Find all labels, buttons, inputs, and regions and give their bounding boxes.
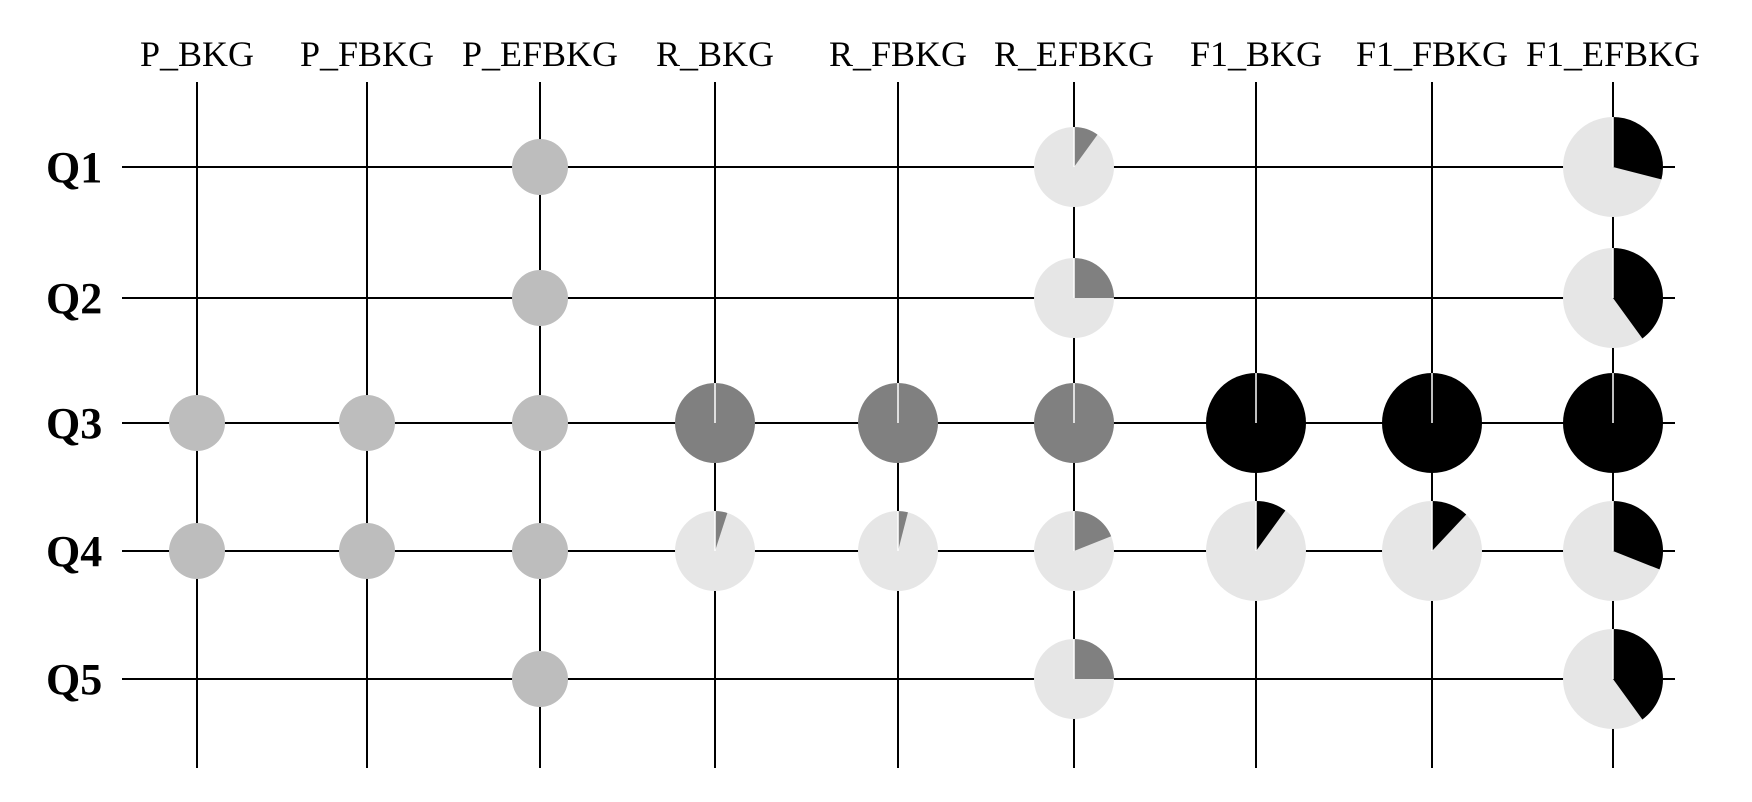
pie-slice-value bbox=[512, 651, 568, 707]
pie-q2-f1-efbkg bbox=[1563, 248, 1663, 348]
column-label: R_BKG bbox=[656, 34, 774, 74]
pie-q3-r-efbkg bbox=[1034, 383, 1114, 463]
pie-slice-value bbox=[1432, 501, 1467, 551]
pie-q3-p-bkg bbox=[169, 395, 225, 451]
row-label: Q3 bbox=[46, 399, 102, 448]
pie-q3-p-fbkg bbox=[339, 395, 395, 451]
pie-slice-value bbox=[512, 139, 568, 195]
pie-slice-value bbox=[169, 523, 225, 579]
pie-q2-r-efbkg bbox=[1034, 258, 1114, 338]
pie-slice-value bbox=[512, 523, 568, 579]
pie-markers bbox=[169, 117, 1664, 729]
column-label: P_FBKG bbox=[300, 34, 434, 74]
pie-slice-value bbox=[1613, 117, 1663, 180]
pie-q4-f1-bkg bbox=[1206, 501, 1306, 601]
pie-slice-value bbox=[1074, 511, 1112, 551]
pie-q3-f1-fbkg bbox=[1382, 373, 1482, 473]
pie-slice-value bbox=[512, 270, 568, 326]
pie-slice-value bbox=[1256, 501, 1286, 551]
pie-slice-value bbox=[1074, 639, 1114, 679]
pie-q2-p-efbkg bbox=[512, 270, 568, 326]
pie-slice-value bbox=[169, 395, 225, 451]
column-label: P_EFBKG bbox=[462, 34, 618, 74]
pie-slice-value bbox=[898, 511, 908, 551]
pie-q4-f1-efbkg bbox=[1563, 501, 1664, 601]
pie-q1-r-efbkg bbox=[1034, 127, 1114, 207]
row-label: Q4 bbox=[46, 527, 102, 576]
pie-slice-value bbox=[1613, 501, 1664, 570]
pie-q3-p-efbkg bbox=[512, 395, 568, 451]
pie-q4-f1-fbkg bbox=[1382, 501, 1482, 601]
pie-q5-p-efbkg bbox=[512, 651, 568, 707]
pie-q5-f1-efbkg bbox=[1563, 629, 1663, 729]
pie-slice-value bbox=[1074, 258, 1114, 298]
column-label: F1_FBKG bbox=[1356, 34, 1508, 74]
pie-slice-value bbox=[339, 395, 395, 451]
pie-q4-r-bkg bbox=[675, 511, 755, 591]
pie-q3-f1-efbkg bbox=[1563, 373, 1663, 473]
pie-slice-value bbox=[512, 395, 568, 451]
row-label: Q2 bbox=[46, 274, 102, 323]
pie-slice-value bbox=[1613, 248, 1663, 339]
column-label: R_EFBKG bbox=[994, 34, 1154, 74]
pie-q5-r-efbkg bbox=[1034, 639, 1114, 719]
pie-q3-f1-bkg bbox=[1206, 373, 1306, 473]
column-label: F1_EFBKG bbox=[1526, 34, 1700, 74]
row-label: Q5 bbox=[46, 655, 102, 704]
pie-slice-value bbox=[1613, 629, 1663, 720]
pie-q4-p-efbkg bbox=[512, 523, 568, 579]
pie-slice-value bbox=[1074, 127, 1098, 167]
pie-q4-r-efbkg bbox=[1034, 511, 1114, 591]
pie-slice-value bbox=[715, 511, 728, 551]
pie-q1-f1-efbkg bbox=[1563, 117, 1663, 217]
pie-q3-r-bkg bbox=[675, 383, 755, 463]
column-label: F1_BKG bbox=[1190, 34, 1322, 74]
pie-slice-value bbox=[339, 523, 395, 579]
pie-q3-r-fbkg bbox=[858, 383, 938, 463]
pie-q4-r-fbkg bbox=[858, 511, 938, 591]
column-label: P_BKG bbox=[140, 34, 254, 74]
row-label: Q1 bbox=[46, 143, 102, 192]
pie-q4-p-bkg bbox=[169, 523, 225, 579]
column-label: R_FBKG bbox=[829, 34, 967, 74]
pie-q4-p-fbkg bbox=[339, 523, 395, 579]
pie-q1-p-efbkg bbox=[512, 139, 568, 195]
axis-labels: P_BKG P_FBKG P_EFBKG R_BKG R_FBKG R_EFBKG F1_B… bbox=[46, 34, 1700, 704]
